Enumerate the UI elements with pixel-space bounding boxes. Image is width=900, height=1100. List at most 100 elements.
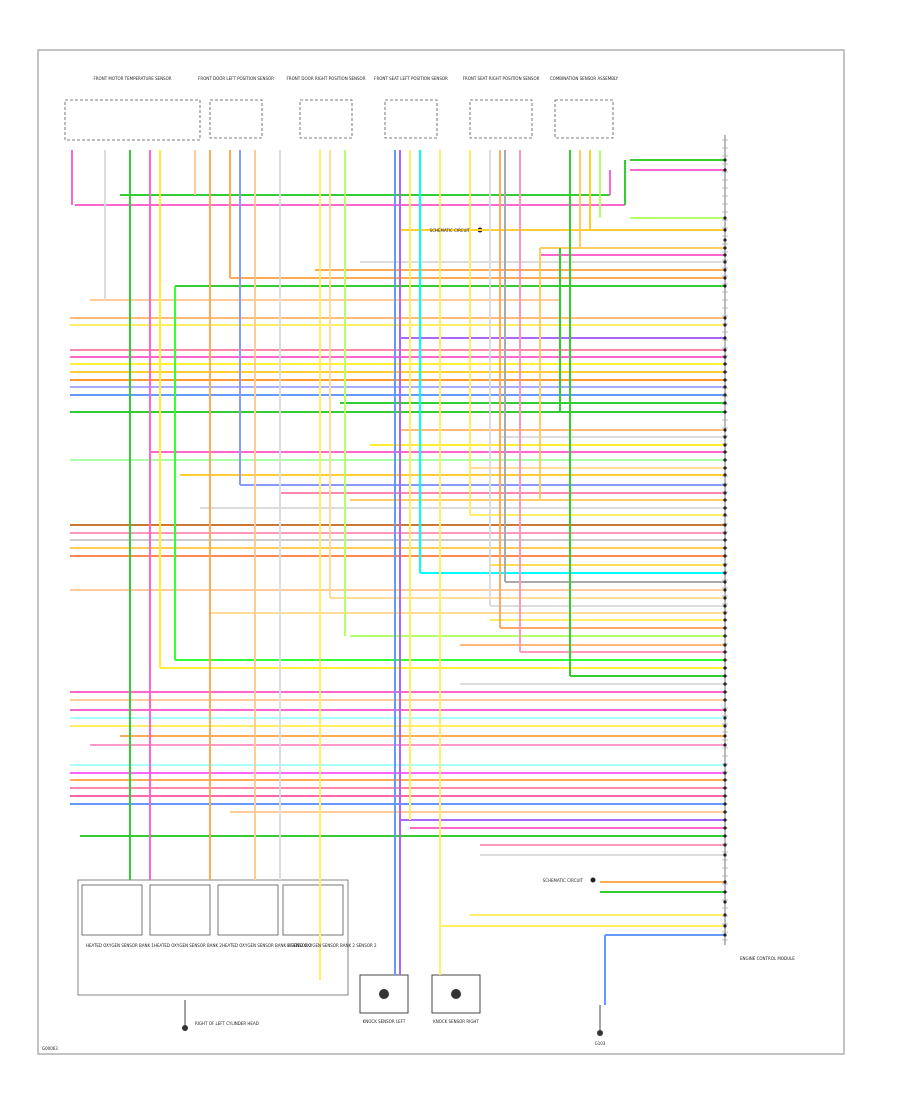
module-pin: [723, 794, 727, 798]
module-pin: [723, 810, 727, 814]
module-pin: [723, 323, 727, 327]
module-pin: [723, 385, 727, 389]
oxygen-sensor-box: [81, 884, 143, 936]
knock-sensor-icon: [379, 989, 389, 999]
module-pin: [723, 506, 727, 510]
module-pin: [723, 473, 727, 477]
module-pin: [723, 571, 727, 575]
module-pin: [723, 924, 727, 928]
module-pin: [723, 771, 727, 775]
module-pin: [723, 253, 727, 257]
ground-symbol: [182, 1025, 188, 1031]
module-pin: [723, 643, 727, 647]
oxygen-sensor-label: HEATED OXYGEN SENSOR BANK 1: [86, 943, 154, 948]
module-pin: [723, 428, 727, 432]
module-pin: [723, 268, 727, 272]
module-pin: [723, 933, 727, 937]
module-pin: [723, 158, 727, 162]
module-pin: [723, 228, 727, 232]
module-pin: [723, 276, 727, 280]
module-pin: [723, 260, 727, 264]
oxygen-sensor-label: HEATED OXYGEN SENSOR BANK 1 SENSOR 2: [222, 943, 312, 948]
module-pin: [723, 658, 727, 662]
top-component-box: [64, 99, 201, 141]
oxygen-sensor-box: [217, 884, 279, 936]
module-pin: [723, 588, 727, 592]
ground-symbol: [597, 1030, 603, 1036]
module-pin: [723, 698, 727, 702]
module-pin: [723, 513, 727, 517]
top-component-box: [299, 99, 353, 139]
module-pin: [723, 674, 727, 678]
module-pin: [723, 708, 727, 712]
module-pin: [723, 900, 727, 904]
module-pin: [723, 370, 727, 374]
module-pin: [723, 818, 727, 822]
module-pin: [723, 604, 727, 608]
module-pin: [723, 580, 727, 584]
module-pin: [723, 531, 727, 535]
splice-label: SCHEMATIC CIRCUIT: [430, 228, 471, 233]
module-pin: [723, 802, 727, 806]
module-pin: [723, 634, 727, 638]
top-component-box: [384, 99, 438, 139]
module-pin: [723, 618, 727, 622]
module-pin: [723, 682, 727, 686]
top-component-label: COMBINATION SENSOR ASSEMBLY: [550, 76, 619, 81]
module-pin: [723, 458, 727, 462]
knock-sensor-icon: [451, 989, 461, 999]
module-pin: [723, 491, 727, 495]
top-component-label: FRONT DOOR RIGHT POSITION SENSOR: [287, 76, 366, 81]
module-pin: [723, 734, 727, 738]
module-pin: [723, 348, 727, 352]
module-pin: [723, 336, 727, 340]
knock-sensor-label: KNOCK SENSOR LEFT: [363, 1019, 406, 1024]
module-pin: [723, 168, 727, 172]
diagram-frame: [37, 49, 845, 1055]
module-pin: [723, 284, 727, 288]
module-pin: [723, 362, 727, 366]
module-pin: [723, 546, 727, 550]
module-pin: [723, 690, 727, 694]
module-pin: [723, 834, 727, 838]
module-pin: [723, 443, 727, 447]
module-pin: [723, 238, 727, 242]
module-pin: [723, 778, 727, 782]
module-pin: [723, 410, 727, 414]
knock-sensor-box: [359, 974, 409, 1014]
top-component-label: FRONT SEAT LEFT POSITION SENSOR: [374, 76, 448, 81]
module-pin: [723, 554, 727, 558]
module-pin: [723, 763, 727, 767]
module-pin: [723, 843, 727, 847]
ground-label: G103: [595, 1041, 606, 1046]
splice-point: [590, 877, 596, 883]
module-pin: [723, 596, 727, 600]
top-component-label: FRONT MOTOR TEMPERATURE SENSOR: [93, 76, 171, 81]
splice-label: SCHEMATIC CIRCUIT: [543, 878, 584, 883]
knock-sensor-label: KNOCK SENSOR RIGHT: [433, 1019, 479, 1024]
module-pin: [723, 880, 727, 884]
module-pin: [723, 393, 727, 397]
module-pin: [723, 666, 727, 670]
module-pin: [723, 563, 727, 567]
module-pin: [723, 786, 727, 790]
top-component-box: [209, 99, 263, 139]
module-pin: [723, 378, 727, 382]
module-pin: [723, 538, 727, 542]
module-pin: [723, 611, 727, 615]
module-pin: [723, 466, 727, 470]
module-pin: [723, 913, 727, 917]
module-pin: [723, 216, 727, 220]
module-label: ENGINE CONTROL MODULE: [740, 956, 795, 961]
top-component-label: FRONT SEAT RIGHT POSITION SENSOR: [463, 76, 540, 81]
module-pin: [723, 316, 727, 320]
module-pin: [723, 650, 727, 654]
knock-sensor-box: [431, 974, 481, 1014]
top-component-label: FRONT DOOR LEFT POSITION SENSOR: [198, 76, 274, 81]
module-pin: [723, 401, 727, 405]
top-component-box: [554, 99, 614, 139]
oxygen-sensor-label: HEATED OXYGEN SENSOR BANK 2: [154, 943, 222, 948]
ground-label: RIGHT OF LEFT CYLINDER HEAD: [195, 1021, 259, 1026]
module-pin: [723, 716, 727, 720]
